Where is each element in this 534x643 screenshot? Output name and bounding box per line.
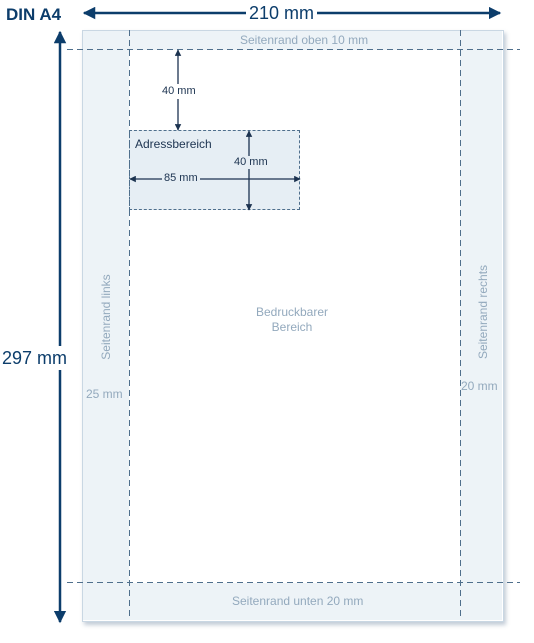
height-label: 297 mm xyxy=(1,346,69,370)
top-margin-label: Seitenrand oben 10 mm xyxy=(240,33,369,47)
left-margin-label: Seitenrand links xyxy=(99,274,113,360)
printable-area-line-2: Bereich xyxy=(271,320,313,334)
printable-area-line-1: Bedruckbarer xyxy=(255,305,329,319)
bottom-margin-band xyxy=(83,583,502,620)
right-margin-label: Seitenrand rechts xyxy=(476,264,490,360)
left-margin-value: 25 mm xyxy=(86,387,123,401)
address-offset-label: 40 mm xyxy=(161,84,197,99)
bottom-margin-label: Seitenrand unten 20 mm xyxy=(232,594,364,608)
address-area-box xyxy=(129,130,300,210)
top-margin-band xyxy=(83,31,502,50)
width-label: 210 mm xyxy=(246,3,318,23)
printable-area-label: Bedruckbarer Bereich xyxy=(222,305,362,335)
address-width-label: 85 mm xyxy=(162,172,200,185)
left-margin-band xyxy=(83,50,129,583)
address-area-title: Adressbereich xyxy=(135,137,212,151)
a4-page xyxy=(82,30,504,622)
right-margin-value: 20 mm xyxy=(461,379,498,393)
address-height-label: 40 mm xyxy=(233,156,269,169)
format-title: DIN A4 xyxy=(6,5,62,24)
right-margin-band xyxy=(460,50,502,583)
